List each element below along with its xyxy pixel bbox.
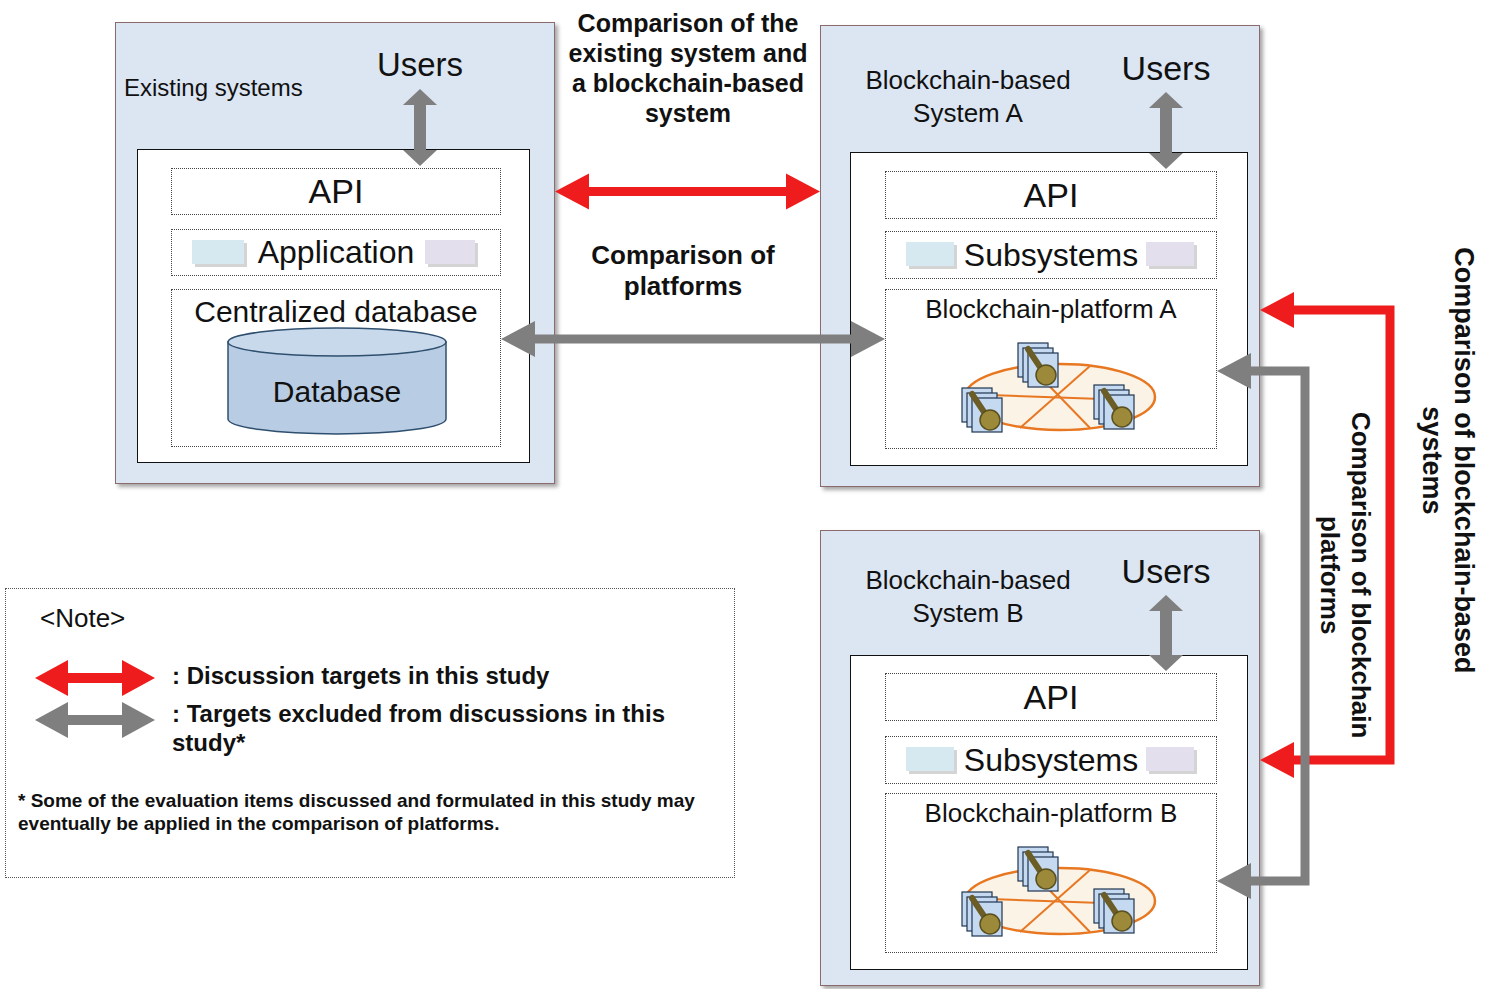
arrow-head xyxy=(1149,92,1183,108)
arrow-head xyxy=(1217,353,1251,389)
arrow-head xyxy=(1260,742,1294,778)
label-text: Blockchain-platform B xyxy=(925,798,1178,829)
label-text: <Note> xyxy=(40,603,340,634)
layer-box: Application xyxy=(171,229,501,276)
layer-box: Subsystems xyxy=(885,736,1217,784)
arrow-head xyxy=(1149,153,1183,169)
arrow-head xyxy=(403,89,437,105)
connector-line xyxy=(1160,106,1172,154)
component-chips xyxy=(192,240,1197,774)
label-text: Users xyxy=(1122,551,1211,592)
connector-line xyxy=(414,103,426,151)
label-text: Users xyxy=(377,45,463,85)
connector-line xyxy=(1248,371,1305,881)
arrow-head xyxy=(1217,863,1251,899)
layer-box: API xyxy=(885,171,1217,219)
connector xyxy=(501,321,885,357)
label-text: : Targets excluded from discussions in t… xyxy=(172,700,712,758)
layer-box: Subsystems xyxy=(885,231,1217,279)
users-box: Users xyxy=(1113,549,1219,593)
label-text: API xyxy=(309,171,364,212)
arrow-head xyxy=(786,174,820,210)
arrow-head xyxy=(851,321,885,357)
arrow-head xyxy=(1149,595,1183,611)
legend-gray-arrow xyxy=(35,702,155,738)
arrow-head xyxy=(1149,655,1183,671)
label-text: * Some of the evaluation items discussed… xyxy=(18,790,718,836)
legend-holder: : Discussion targets in this study xyxy=(172,662,712,691)
arrow-head xyxy=(501,321,535,357)
connector xyxy=(1217,353,1305,899)
users-box: Users xyxy=(371,43,469,87)
system-panel: Blockchain-based System B UsersAPI Subsyst… xyxy=(820,530,1260,986)
blockchain-network-b xyxy=(962,847,1155,936)
system-panel: Existing systemsUsersAPI ApplicationCentr… xyxy=(115,22,555,484)
connector xyxy=(1149,595,1183,671)
cylinder-top xyxy=(228,328,446,356)
platform-box: Blockchain-platform A xyxy=(885,289,1217,449)
label-text: Blockchain-based System B xyxy=(843,564,1093,629)
edge-label-holder: Comparison of blockchain-based systems xyxy=(1416,200,1481,720)
connector xyxy=(1149,92,1183,169)
layer-box: API xyxy=(171,168,501,215)
connector xyxy=(1260,292,1390,778)
label-text: Subsystems xyxy=(964,741,1138,779)
label-text: : Discussion targets in this study xyxy=(172,662,712,691)
users-box: Users xyxy=(1113,46,1219,90)
label-text: Application xyxy=(258,233,415,271)
legend-red-arrow xyxy=(35,660,155,696)
arrow-head xyxy=(403,150,437,166)
connector xyxy=(555,174,820,210)
platform-box: Blockchain-platform B xyxy=(885,793,1217,953)
label-text: Blockchain-platform A xyxy=(925,294,1176,325)
connector-line xyxy=(586,187,790,196)
label-text: Comparison of platforms xyxy=(573,240,793,302)
note-holder: * Some of the evaluation items discussed… xyxy=(18,790,718,836)
edge-label-holder: Comparison of platforms xyxy=(573,240,793,302)
platform-box: Centralized databaseDatabase xyxy=(171,289,501,447)
label-text: Centralized database xyxy=(194,294,478,330)
blockchain-network-a xyxy=(962,343,1155,432)
connector xyxy=(403,89,437,166)
arrow-head xyxy=(1260,292,1294,328)
label-text: Blockchain-based System A xyxy=(843,64,1093,129)
label-text: API xyxy=(1024,175,1079,216)
note-holder: <Note> xyxy=(40,603,340,634)
legend-holder: : Targets excluded from discussions in t… xyxy=(172,700,712,758)
edge-label-holder: Comparison of blockchain platforms xyxy=(1314,410,1376,740)
connector-line xyxy=(1160,609,1172,656)
label-text: Comparison of blockchain-based systems xyxy=(1416,200,1481,720)
label-text: Database xyxy=(273,374,401,410)
layer-box: API xyxy=(885,673,1217,721)
label-text: Comparison of the existing system and a … xyxy=(563,8,813,128)
edge-label-holder: Comparison of the existing system and a … xyxy=(563,8,813,128)
label-text: API xyxy=(1024,677,1079,718)
label-text: Users xyxy=(1122,48,1211,89)
system-panel: Blockchain-based System A UsersAPI Subsyst… xyxy=(820,25,1260,487)
label-text: Subsystems xyxy=(964,236,1138,274)
label-text: Existing systems xyxy=(124,73,384,103)
label-text: Comparison of blockchain platforms xyxy=(1314,410,1376,740)
database-cylinder: Database xyxy=(227,327,447,435)
connector-line xyxy=(532,335,855,344)
arrow-head xyxy=(555,174,589,210)
